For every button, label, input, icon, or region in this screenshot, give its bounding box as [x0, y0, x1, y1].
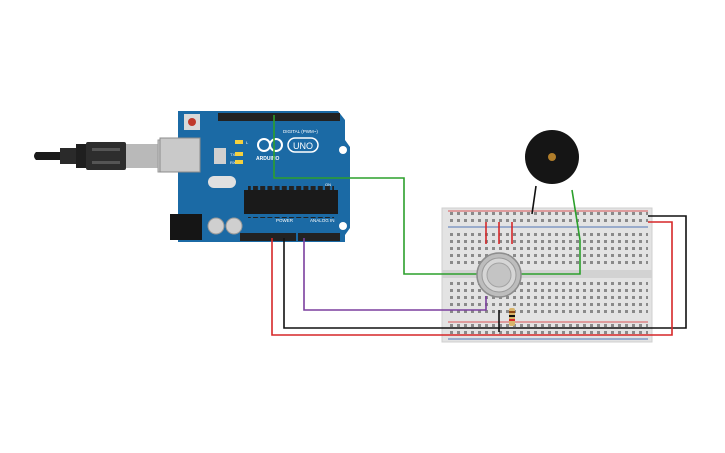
usb-jack	[159, 137, 201, 173]
mount-hole	[339, 222, 347, 230]
digital-label: DIGITAL (PWM~)	[283, 129, 318, 134]
wire-green-buzzer[interactable]	[520, 189, 581, 275]
power-label: POWER	[276, 218, 294, 223]
model-label: UNO	[293, 141, 313, 151]
led-tx	[235, 152, 243, 156]
led-rx	[235, 160, 243, 164]
led-l	[235, 140, 243, 144]
power-jack	[170, 214, 202, 240]
tx-label: TX	[230, 152, 235, 157]
arduino-uno-board[interactable]: L TX RX ON DIGITAL (PWM~) ARDUINO UNO PO…	[159, 111, 350, 242]
mount-hole	[339, 146, 347, 154]
resistor[interactable]	[509, 308, 515, 326]
breadboard[interactable]	[441, 207, 653, 343]
wire-purple-analog[interactable]	[303, 238, 487, 311]
brand-label: ARDUINO	[256, 156, 279, 162]
wire-green-digital[interactable]	[273, 115, 480, 275]
piezo-buzzer[interactable]	[525, 130, 579, 184]
gas-sensor[interactable]	[476, 252, 522, 298]
rx-label: RX	[230, 160, 236, 165]
wire-black-buzzer[interactable]	[531, 185, 537, 215]
wires[interactable]	[271, 115, 687, 336]
arduino-logo: ARDUINO UNO	[256, 137, 319, 162]
capacitor	[225, 217, 243, 235]
crystal	[208, 176, 236, 188]
analog-header[interactable]	[298, 233, 340, 241]
capacitor	[207, 217, 225, 235]
l-label: L	[246, 140, 249, 145]
on-label: ON	[325, 182, 331, 187]
wire-black-gnd[interactable]	[283, 215, 687, 329]
wire-red-5v[interactable]	[271, 221, 673, 336]
atmega-chip	[244, 190, 338, 214]
power-header[interactable]	[240, 233, 296, 241]
analog-label: ANALOG IN	[310, 218, 335, 223]
